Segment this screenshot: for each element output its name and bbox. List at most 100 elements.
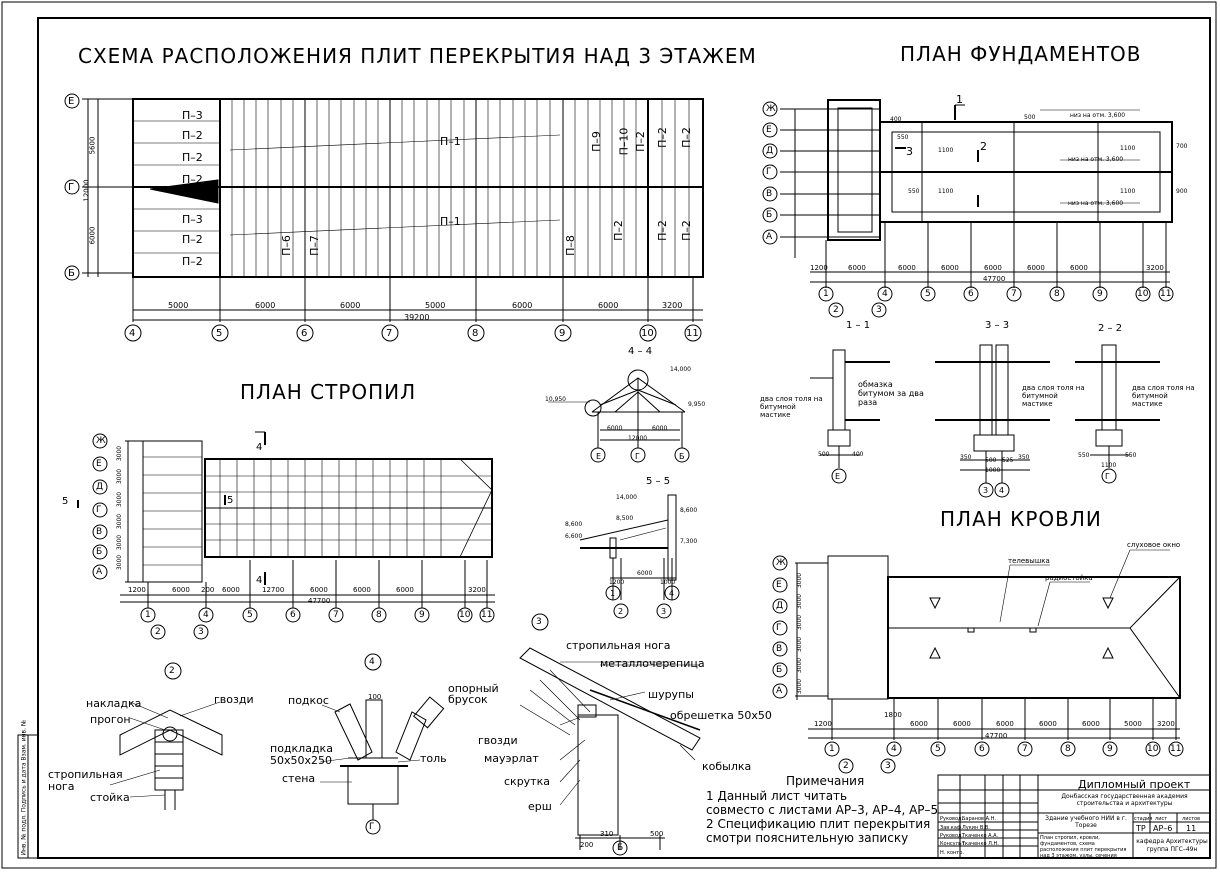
node-label: скрутка <box>504 775 550 788</box>
project-title: Дипломный проект <box>1078 778 1191 791</box>
axis-label: А <box>96 567 103 577</box>
sheets-count: 11 <box>1186 824 1197 833</box>
dim-text: 6000 <box>598 301 619 310</box>
dim-text: 6000 <box>984 264 1002 272</box>
title-rafter-plan: ПЛАН СТРОПИЛ <box>240 380 417 404</box>
dim-text: 310 <box>600 830 614 838</box>
role: Руковод. <box>940 833 964 839</box>
dim-text: 12700 <box>262 586 285 594</box>
rafter-plan <box>77 431 495 608</box>
level-mark: 9,950 <box>688 401 706 408</box>
dim-text: 6000 <box>172 586 190 594</box>
sheet-label: лист <box>1155 816 1168 822</box>
axis-label: Г <box>635 452 640 461</box>
axis-label: Е <box>96 459 102 469</box>
section-mark: 2 <box>980 140 987 153</box>
node-2 <box>109 662 223 810</box>
axis-label: 6 <box>290 610 296 620</box>
dim-text: 3000 <box>796 678 804 695</box>
axis-label: Б <box>776 665 783 675</box>
section-note: обмазка битумом за два раза <box>858 380 924 407</box>
dim-text: 500 <box>1024 114 1036 121</box>
section-title: 3 – 3 <box>985 320 1010 331</box>
axis-label: 3 <box>983 486 989 495</box>
axis-label: 1 <box>610 589 616 598</box>
dim-total: 47700 <box>985 732 1008 740</box>
section-note: два слоя толя на битумной мастике <box>760 395 823 419</box>
stage-value: ТР <box>1136 824 1146 833</box>
level-mark: низ на отм. 3,600 <box>1070 112 1126 119</box>
axis-label: 4 <box>669 589 675 598</box>
level-mark: низ на отм. 3,600 <box>1068 200 1124 207</box>
axis-label: 1 <box>145 610 151 620</box>
person-name: Баранов А.Н. <box>962 816 996 822</box>
slab-label: П–2 <box>182 129 203 142</box>
dim-text: 6000 <box>222 586 240 594</box>
axis-label: 9 <box>1107 744 1113 754</box>
side-stamp: Инв. № подл. Подпись и дата Взам. инв. № <box>20 719 28 856</box>
slab-label: П–1 <box>440 135 461 148</box>
dim-text: 6000 <box>898 264 916 272</box>
dim-text: 1200 <box>810 264 828 272</box>
axis-label: 4 <box>891 744 897 754</box>
dim-text: 1100 <box>938 147 954 154</box>
axis-label: 8 <box>1065 744 1071 754</box>
dim-text: 6000 <box>1082 720 1100 728</box>
sheet-code: АР–6 <box>1153 824 1173 833</box>
dim-text: 1100 <box>1120 145 1136 152</box>
level-mark: 14,000 <box>616 494 637 501</box>
node-number: 2 <box>169 666 175 676</box>
dim-text: 1200 <box>128 586 146 594</box>
notes-heading: Примечания <box>786 774 865 788</box>
section-note: два слоя толя на битумной мастике <box>1022 384 1085 408</box>
dim-text: 700 <box>1176 143 1188 150</box>
dim-text: 6000 <box>637 570 653 577</box>
roof-label: слуховое окно <box>1127 541 1181 549</box>
axis-label: Г <box>1105 472 1110 481</box>
node-label: накладка <box>86 697 142 710</box>
axis-label: 5 <box>925 289 931 299</box>
axis-label: Б <box>96 547 103 557</box>
section-mark: 1 <box>956 93 963 106</box>
dim-text: 1200 <box>609 579 625 586</box>
axis-label: 4 <box>882 289 888 299</box>
level-mark: 8,500 <box>616 515 634 522</box>
axis-label: Б <box>68 268 75 279</box>
dim-text: 3000 <box>116 491 124 508</box>
foundation-sections <box>810 344 1160 483</box>
dim-text: 6000 <box>353 586 371 594</box>
building-name: Здание учебного НИИ в г. Торезе <box>1045 815 1127 829</box>
node-number: 3 <box>536 617 542 627</box>
slab-label: П–2 <box>655 127 669 148</box>
dim-text: 6000 <box>996 720 1014 728</box>
person-name: Ткаченко А.А. <box>962 833 999 839</box>
slab-label: П–2 <box>182 173 203 186</box>
dim-text: 3000 <box>116 445 124 462</box>
axis-label: 2 <box>833 305 839 315</box>
section-title: 4 – 4 <box>628 346 653 357</box>
dim-text: 6000 <box>512 301 533 310</box>
axis-label: 9 <box>559 328 566 339</box>
dim-text: 3000 <box>116 534 124 551</box>
dim-text: 550 <box>1125 452 1137 459</box>
node-label: стропильная нога <box>48 768 123 793</box>
level-mark: 6,600 <box>565 533 583 540</box>
node-label: ерш <box>528 800 552 813</box>
node-label: гвозди <box>478 734 518 747</box>
axis-label: Г <box>369 822 375 832</box>
dim-text: 350 <box>960 454 972 461</box>
axis-label: Е <box>596 452 602 461</box>
axis-label: 6 <box>979 744 985 754</box>
notes-line: 2 Спецификацию плит перекрытия <box>706 817 931 831</box>
dim-text: 6000 <box>910 720 928 728</box>
axis-label: 3 <box>885 761 891 771</box>
dim-text: 3000 <box>796 636 804 653</box>
axis-label: В <box>96 527 103 537</box>
dim-text: 6000 <box>340 301 361 310</box>
axis-label: 5 <box>935 744 941 754</box>
dim-text: 100 <box>368 693 382 701</box>
axis-label: 11 <box>686 328 699 339</box>
role: Зав.каф. <box>940 825 963 831</box>
notes-line: 1 Данный лист читать <box>706 789 848 803</box>
